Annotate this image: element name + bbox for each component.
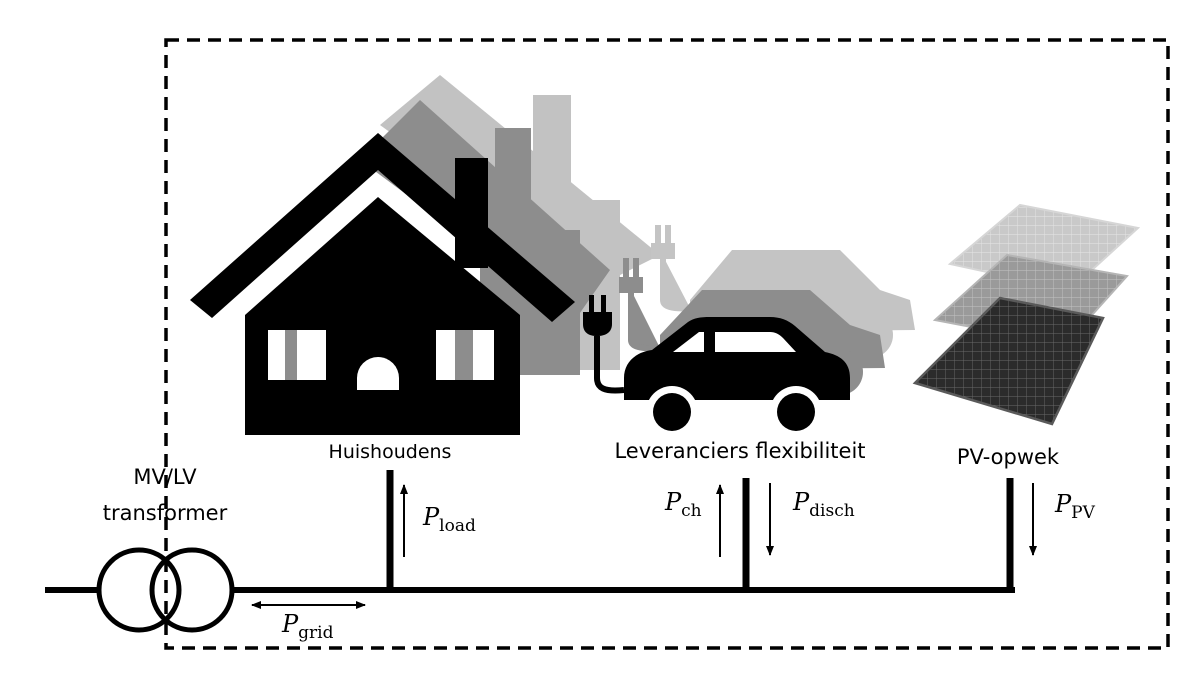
households-label: Huishoudens	[329, 441, 452, 463]
house-icon	[190, 133, 575, 435]
p-pv-label: PPV	[1054, 490, 1096, 523]
p-ch-label: Pch	[664, 488, 702, 521]
solar-panel-icon	[912, 203, 1141, 426]
pv-generation-label: PV-opwek	[957, 445, 1060, 469]
system-boundary	[164, 38, 1170, 650]
flexibility-providers-label: Leveranciers flexibiliteit	[614, 439, 865, 463]
p-disch-label: Pdisch	[792, 488, 855, 521]
electric-car-icon	[583, 295, 850, 438]
transformer-label-line2: transformer	[103, 501, 228, 525]
p-load-label: Pload	[422, 503, 476, 536]
transformer-label-line1: MV/LV	[133, 465, 197, 489]
p-grid-label: Pgrid	[281, 610, 334, 643]
